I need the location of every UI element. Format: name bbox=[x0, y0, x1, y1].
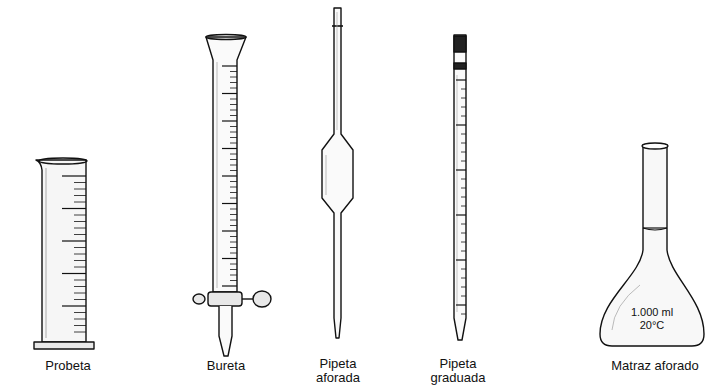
burette bbox=[193, 35, 271, 357]
volumetric-pipette bbox=[322, 8, 353, 338]
instrument-label: Probeta bbox=[45, 359, 91, 373]
flask-marking: 20°C bbox=[640, 319, 665, 331]
graduated-pipette bbox=[454, 35, 466, 340]
instrument-label: Bureta bbox=[207, 359, 245, 373]
flask-marking: 1.000 ml bbox=[631, 306, 673, 318]
instrument-label: Matraz aforado bbox=[611, 359, 698, 373]
volumetric-flask bbox=[600, 143, 704, 346]
graduated-cylinder bbox=[34, 158, 94, 349]
instrument-label: Pipeta aforada bbox=[303, 357, 373, 385]
instrument-label: Pipeta graduada bbox=[418, 357, 498, 385]
